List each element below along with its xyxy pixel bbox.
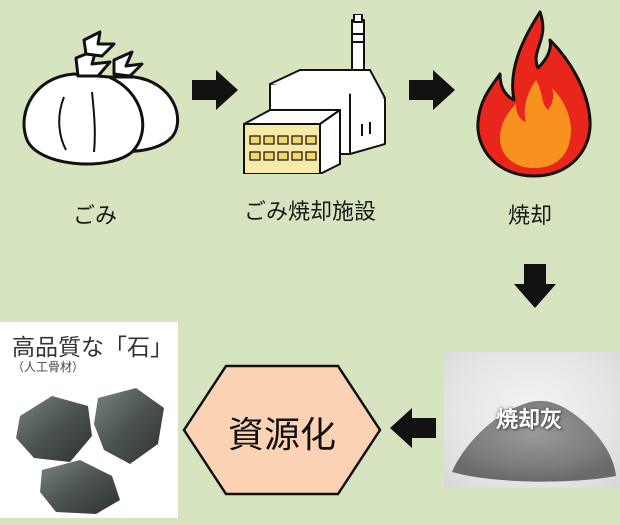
stage-garbage-label: ごみ [72,204,117,229]
ash-label: 焼却灰 [496,408,563,433]
arrow-left-icon [390,408,436,448]
stage-burn-label: 焼却 [507,204,552,229]
arrow-right-icon [192,70,238,110]
fire-icon [476,10,592,178]
incineration-ash-photo: 焼却灰 [444,352,620,488]
arrow-right-icon [409,70,455,110]
garbage-bags-icon [22,30,180,166]
artificial-aggregate-photo: 高品質な「石」 （人工骨材） [0,322,178,518]
product-title: 高品質な「石」 [12,335,173,361]
recycle-hexagon [182,364,382,496]
incineration-plant-icon [243,14,386,174]
ash-pile-icon [452,400,616,482]
stage-plant-label: ごみ焼却施設 [243,200,376,225]
stones-icon [16,388,164,514]
recycle-label: 資源化 [227,415,336,456]
product-subtitle: （人工骨材） [12,360,85,374]
arrow-down-icon [514,264,556,308]
